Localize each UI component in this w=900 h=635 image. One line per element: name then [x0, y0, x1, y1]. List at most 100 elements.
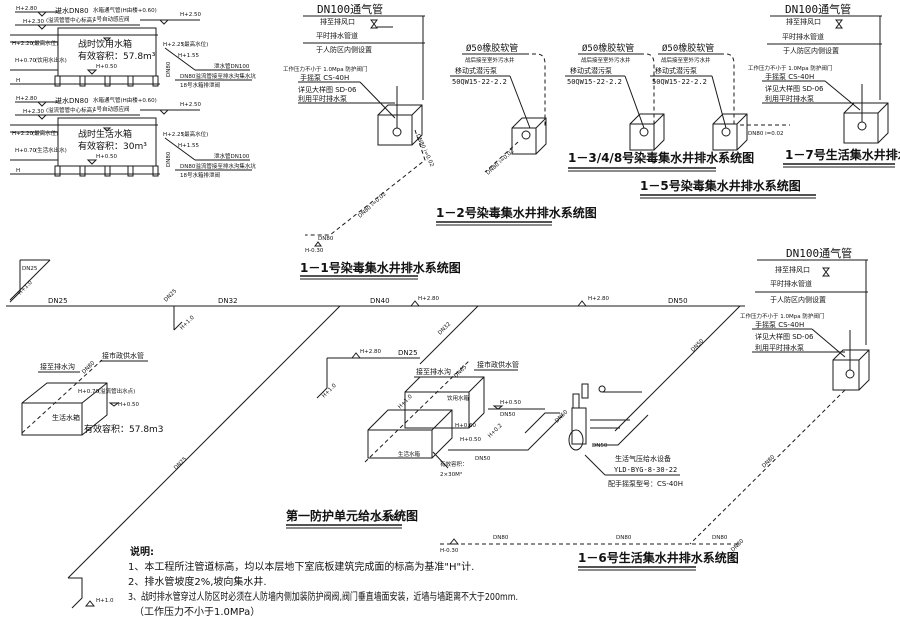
inlet-label: 进水DN80 [55, 6, 89, 15]
elev-label: H [16, 78, 20, 84]
annotation: 排至排风口 [786, 17, 821, 26]
overflow-note2: 18号水箱排泄阀 [180, 171, 220, 179]
elev-label: H+1.0 [397, 393, 414, 410]
annotation: 接至排水沟 [40, 362, 75, 371]
note-item: （工作压力不小于1.0MPa） [134, 605, 260, 618]
pump-model: 50QW15-22-2.2 [652, 78, 707, 86]
tank-support [104, 75, 111, 87]
tank-support [104, 165, 111, 177]
annotation: 排至排风口 [320, 17, 355, 26]
vent-note2: 1号自动感应阀 [93, 105, 130, 113]
elev-label: H+0.70 [15, 148, 36, 154]
annotation: 详见大样图 SD-06 [765, 84, 824, 93]
elev-label: H [16, 168, 20, 174]
pipe-label: DN40 [370, 297, 390, 305]
annotation: Ø50橡胶软管 [582, 42, 634, 54]
pipe-label: DN80 i=0.02 [357, 191, 387, 219]
elev-label: H+2.50 [180, 102, 201, 108]
elev-label: H+0.70 [15, 58, 36, 64]
pipe-line [9, 259, 51, 303]
tank-box-icon [21, 382, 108, 436]
tank-section-drinking: H+2.80 进水DN80 水箱通气管(H由楼+0.60) 1号自动感应阀 H+… [10, 6, 256, 89]
annotation: 详见大样图 SD-06 [755, 332, 814, 341]
pipe-label: DN80 i=0.02 [414, 133, 434, 168]
drain-label: 泄水管DN100 [214, 152, 250, 160]
annotation: 手摇泵 CS-40H [755, 320, 804, 329]
elev-label: H+1.55 [178, 143, 199, 149]
tank-capacity: 有效容积：30m³ [78, 140, 147, 152]
equipment-model: YLD-BYG-8-30-22 [614, 466, 677, 474]
annotation: 排至排风口 [775, 265, 810, 274]
pump-model: 50QW15-22-2.2 [567, 78, 622, 86]
pipe-label: DN25 [22, 266, 38, 272]
branch-pipe [68, 577, 83, 609]
elev-label: H+0.70 [78, 389, 99, 395]
diagonal-pipe [614, 305, 741, 432]
annotation: 于人防区内侧设置 [316, 45, 372, 54]
elev-label: H+0.50 [118, 402, 139, 408]
diagonal-pipe [419, 305, 479, 365]
pipe-label: DN80 [493, 535, 509, 541]
elev-marker-icon [36, 24, 48, 30]
elev-label: H-0.30 [305, 248, 324, 254]
pipe-label: DN50 [668, 297, 688, 305]
drain-pipe [689, 389, 846, 545]
elev-marker-icon [350, 352, 362, 359]
tank-name: 战时饮用水箱 [78, 38, 132, 50]
pump-model: 50QW15-22-2.2 [452, 78, 507, 86]
elev-marker-icon [36, 114, 48, 120]
annotation: 平时排水管道 [316, 31, 358, 40]
annotation: Ø50橡胶软管 [466, 42, 518, 54]
elev-marker-icon [576, 300, 588, 307]
annotation: 战后接至室外污水井 [661, 56, 711, 64]
diagram-title: 1－7号生活集水井排水系统图 [785, 147, 900, 162]
drain-pipe [484, 141, 519, 173]
sump-box-icon [511, 117, 547, 155]
tank-name: 生活水箱 [398, 450, 421, 458]
elev-label: H+1.0 [96, 598, 114, 604]
leader-line [711, 75, 727, 129]
annotation: 于人防区内侧设置 [783, 46, 839, 55]
vent-note: 水箱通气管(H由楼+0.60) [93, 6, 157, 14]
hose-line [525, 53, 546, 126]
supply-tank-b: 接至排水沟 接市政供水管 DN65 饮用水箱 生活水箱 H+1.0 H+0.50… [364, 359, 564, 478]
vent-label: DN100通气管 [785, 2, 851, 16]
elev-marker-icon [86, 69, 98, 75]
diagonal-pipe [67, 305, 341, 579]
sump-system-1-1: DN100通气管 排至排风口 平时排水管道 于人防区内侧设置 工作压力不小于 1… [283, 2, 461, 280]
annotation: 接市政供水管 [102, 351, 144, 360]
elev-label: H+0.50 [500, 400, 521, 406]
valve-icon [370, 19, 378, 29]
elev-label: H+2.50 [180, 12, 201, 18]
elev-note: (溢流管管中心标高) [46, 106, 94, 114]
pump-icon [392, 127, 402, 137]
sump-box-icon [377, 104, 423, 146]
elev-note: (饮用水出水) [35, 56, 67, 64]
elev-marker-icon [36, 11, 48, 17]
tank-support [79, 75, 86, 87]
elev-label: H+2.25 [163, 42, 184, 48]
diagram-title: 1－2号染毒集水井排水系统图 [436, 205, 597, 220]
pipe-label: DN80 [712, 535, 728, 541]
elev-label: H+2.80 [418, 296, 439, 302]
pipe-line [593, 414, 649, 446]
pipe-label: DN50 [592, 443, 608, 449]
tank-support [79, 165, 86, 177]
annotation: 详见大样图 SD-06 [298, 85, 357, 94]
tank-support [54, 165, 61, 177]
inlet-label: 进水DN80 [55, 96, 89, 105]
elev-note: (溢流管出水点) [98, 387, 135, 395]
note-item: 2、排水管坡度2%,坡向集水井. [128, 575, 267, 588]
annotation: 有效容积： [440, 460, 468, 468]
annotation: 手摇泵 CS-40H [765, 72, 814, 81]
drain-pipe [305, 129, 426, 236]
elev-note: (生活水出水) [35, 146, 67, 154]
pipe-label: DN80 [761, 454, 776, 469]
leader-line [811, 328, 846, 358]
overflow-note2: 18号水箱排泄阀 [180, 81, 220, 89]
elev-label: H+0.50 [460, 437, 481, 443]
elev-marker-icon [36, 101, 48, 107]
elev-label: H+2.80 [360, 349, 381, 355]
leader-line [432, 451, 449, 469]
